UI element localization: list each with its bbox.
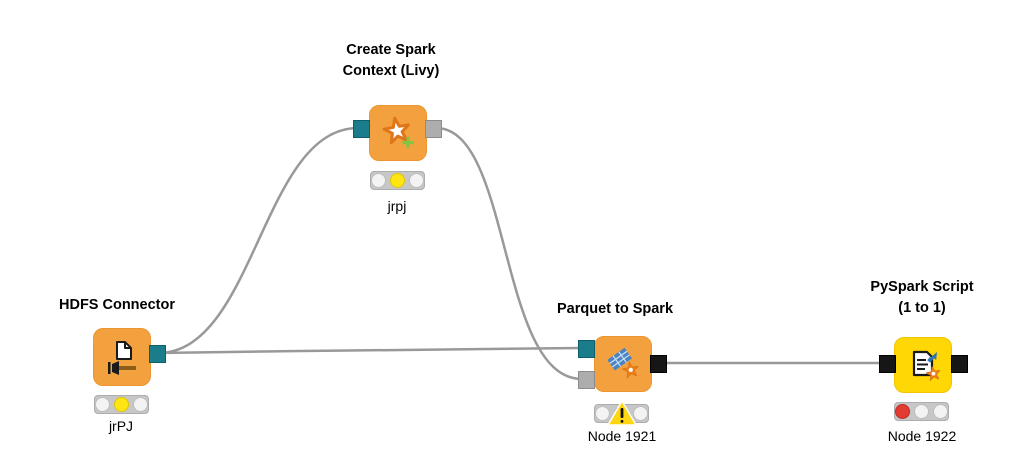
node-body-pyspark-script[interactable] [894, 337, 952, 393]
traffic-light [370, 171, 425, 190]
port-create-spark-input-connection[interactable] [353, 120, 370, 138]
node-label[interactable]: Node 1921 [587, 428, 657, 444]
node-label[interactable]: jrPJ [108, 418, 134, 434]
port-hdfs-output-connection[interactable] [149, 345, 166, 363]
node-title-line1: Create Spark [346, 42, 436, 58]
warning-icon [607, 400, 637, 426]
light-yellow-off [914, 404, 929, 419]
parquet-grid-star-icon [607, 347, 639, 379]
light-green-off [133, 397, 148, 412]
node-title: Create Spark Context (Livy) [291, 40, 491, 82]
node-body-parquet-to-spark[interactable] [594, 336, 652, 392]
light-red-on [895, 404, 910, 419]
traffic-light [894, 402, 949, 421]
port-pyspark-input-spark-data[interactable] [879, 355, 896, 373]
traffic-light [94, 395, 149, 414]
node-label[interactable]: jrpj [387, 198, 407, 214]
port-create-spark-output-context[interactable] [425, 120, 442, 138]
node-title: PySpark Script (1 to 1) [822, 277, 1022, 319]
node-title: Parquet to Spark [556, 301, 674, 317]
pyspark-script-icon [912, 350, 941, 381]
node-label[interactable]: Node 1922 [887, 428, 957, 444]
node-body-hdfs-connector[interactable] [93, 328, 151, 386]
port-parquet-input-spark-context[interactable] [578, 371, 595, 389]
connection-hdfs-to-parquet-to-spark[interactable] [156, 346, 584, 355]
light-yellow-on [114, 397, 129, 412]
node-title-line2: Context (Livy) [342, 63, 440, 79]
light-red-off [371, 173, 386, 188]
connection-hdfs-to-create-spark-context[interactable] [156, 126, 360, 355]
node-title-line1: PySpark Script [870, 279, 974, 295]
spark-star-plus-icon [382, 116, 414, 148]
light-yellow-on [390, 173, 405, 188]
light-green-off [633, 406, 648, 421]
port-pyspark-output-spark-data[interactable] [951, 355, 968, 373]
light-green-off [933, 404, 948, 419]
node-title: HDFS Connector [59, 297, 175, 313]
document-plug-icon [108, 341, 136, 375]
node-body-create-spark-context[interactable] [369, 105, 427, 161]
connection-create-spark-context-to-parquet-to-spark[interactable] [434, 126, 584, 381]
node-title-line2: (1 to 1) [898, 300, 946, 316]
light-green-off [409, 173, 424, 188]
port-parquet-input-connection[interactable] [578, 340, 595, 358]
port-parquet-output-spark-data[interactable] [650, 355, 667, 373]
light-red-off [95, 397, 110, 412]
light-red-off [595, 406, 610, 421]
